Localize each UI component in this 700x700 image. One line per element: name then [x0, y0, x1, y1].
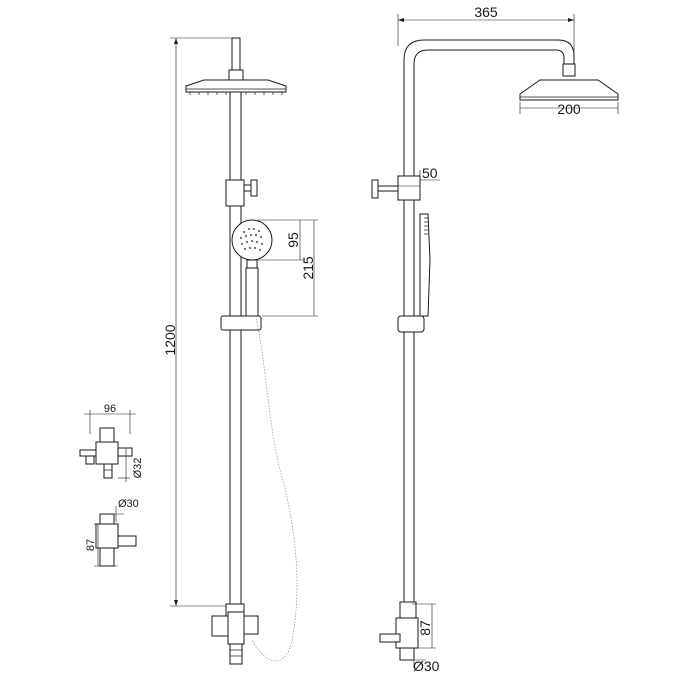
label-handset-diameter: 95 [285, 232, 301, 248]
label-valve-diameter: Ø32 [132, 458, 144, 479]
dim-valve-height-side [412, 603, 436, 649]
front-head-connector [228, 69, 244, 81]
label-total-height: 1200 [162, 324, 178, 355]
label-valve-height-small: 87 [85, 539, 97, 551]
side-head-connector [562, 63, 576, 77]
dim-arm-length [397, 14, 575, 64]
dim-head-diameter [519, 102, 619, 114]
front-slider-bracket [220, 315, 262, 331]
side-hand-shower [419, 213, 431, 317]
front-diverter [225, 179, 258, 207]
side-mixer-valve [379, 601, 419, 661]
dim-arm-offset [398, 170, 440, 187]
front-mixer-valve [211, 603, 259, 665]
label-handset-length: 215 [300, 256, 316, 280]
valve-detail-top [79, 410, 136, 482]
side-diverter [371, 175, 421, 201]
label-valve-height-side: 87 [417, 620, 433, 636]
side-arm-inner [413, 49, 565, 632]
label-arm-length: 365 [474, 4, 498, 20]
front-shower-hose [251, 315, 298, 662]
label-outlet-diameter-small: Ø30 [118, 498, 139, 510]
dim-outlet-diameter-side [400, 652, 426, 668]
front-top-pipe [231, 37, 241, 73]
front-hand-shower [231, 219, 273, 317]
label-outlet-diameter-side: Ø30 [413, 658, 440, 674]
side-rain-shower-head [519, 79, 619, 101]
label-arm-offset: 50 [422, 165, 438, 181]
front-view: 1200 95 215 [162, 37, 318, 665]
side-view: 365 200 50 87 Ø30 [371, 4, 619, 674]
dim-handset [258, 219, 318, 317]
dim-total-height [170, 37, 234, 607]
front-riser-pipe [229, 91, 242, 611]
label-valve-width: 96 [104, 403, 116, 415]
valve-detail-bottom [94, 506, 137, 567]
label-head-diameter: 200 [557, 101, 581, 117]
front-rain-shower-head [185, 79, 287, 95]
side-arm-outer [403, 39, 575, 632]
side-slider-bracket [397, 315, 425, 333]
